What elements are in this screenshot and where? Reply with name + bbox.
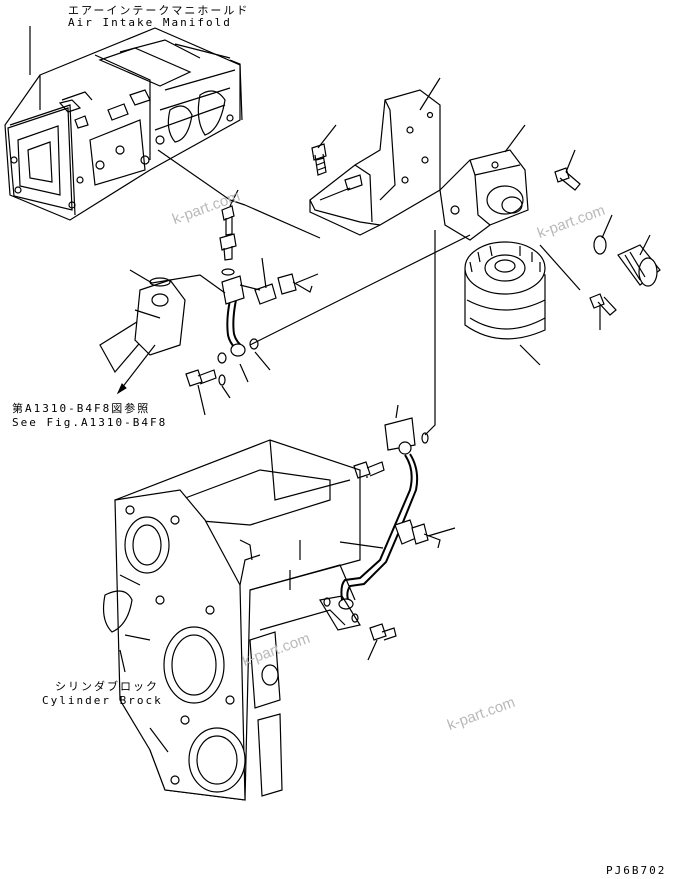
center-line-head [539,244,581,291]
leader-gasket [601,214,613,239]
bracket-bolt [311,143,327,176]
upper-tube-assembly [217,273,313,364]
drawing-code: PJ6B702 [606,864,667,877]
leader-mid-washer [221,385,231,399]
head-bolt [554,167,581,191]
plug [593,235,661,287]
ref-line-4 [424,230,436,436]
leader-tube [339,541,384,549]
leader-cylinder-block [119,649,126,673]
ref-line-1 [157,149,246,206]
lower-tube-assembly [319,417,441,631]
air-intake-label-en: Air Intake Manifold [68,16,232,29]
leader-eye-bolt [239,363,249,383]
side-bolt [589,293,617,316]
mounting-bracket [309,89,441,236]
leader-filter-head [504,124,526,153]
cylinder-block-label-en: Cylinder Brock [42,694,163,707]
arrow-see-fig [116,383,127,395]
leader-banjo [229,189,239,207]
leader-clamp [261,257,267,289]
leader-bracket-bolt [317,124,337,149]
leader-see-fig [117,344,156,394]
reference-pipe [99,277,186,374]
see-fig-label-jp: 第A1310-B4F8図参照 [12,402,151,415]
ref-line-3 [249,234,471,346]
air-intake-manifold [4,27,243,221]
leader-lower-clamp-bolt [427,527,456,537]
leader-lower-bolt-b [367,639,378,661]
leader-mid-bolt [197,384,206,416]
filter-head [439,149,529,241]
banjo-bolt-stack [219,205,237,276]
leader-washer [254,351,271,371]
filter-cartridge [464,241,546,340]
leader-plug [639,234,651,256]
leader-lower-fitting [395,404,399,419]
leader-bracket [419,77,441,111]
leader-clamp-bolt [295,273,319,284]
mid-bolt [185,369,226,387]
leader-block-2 [149,727,169,753]
cylinder-block-label-jp: シリンダブロック [55,680,159,693]
lower-bolts [353,461,397,641]
air-intake-label-jp: エアーインテークマニホールド [68,4,250,17]
leader-head-bolt [565,149,576,173]
cylinder-block [102,439,361,801]
ref-line-2 [244,204,321,239]
ref-line-5 [129,269,226,294]
see-fig-label-en: See Fig.A1310-B4F8 [12,416,168,429]
leader-cartridge [519,344,541,366]
